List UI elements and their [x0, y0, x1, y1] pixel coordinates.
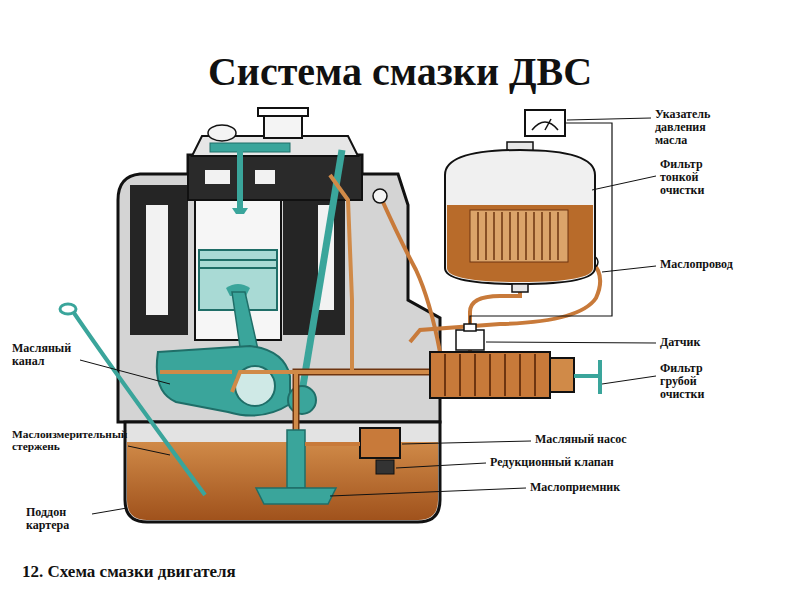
sensor-terminal	[464, 324, 476, 331]
leader-line	[396, 463, 486, 468]
part-label: Редукционный клапан	[490, 456, 650, 469]
leader-line	[592, 176, 656, 190]
pressure-gauge	[525, 110, 565, 136]
valve-head	[232, 208, 248, 214]
sensor-wire	[470, 123, 612, 324]
fine-filter-housing	[445, 150, 595, 284]
oil-line	[296, 372, 430, 488]
piston-ring	[200, 259, 276, 261]
dipstick-handle	[60, 304, 76, 314]
leader-line	[330, 488, 526, 496]
leader-line	[80, 360, 170, 384]
part-label: Маслопровод	[660, 258, 780, 271]
oil-filler-neck	[264, 114, 302, 138]
filter-oil	[447, 205, 593, 282]
crankshaft	[157, 346, 290, 416]
pipe-fitting	[373, 189, 387, 203]
leader-line	[567, 118, 651, 120]
pump-pipe	[305, 442, 360, 446]
oil-line	[296, 372, 430, 488]
filter-pleats	[478, 212, 558, 260]
relief-valve	[376, 460, 394, 474]
pressure-sensor	[456, 330, 484, 350]
leader-line	[128, 446, 170, 455]
block-wall	[130, 185, 188, 335]
oil-channel	[330, 175, 352, 372]
oil-pump	[360, 428, 400, 458]
camshaft	[288, 386, 316, 414]
filter-plates	[445, 354, 535, 396]
filter-handle	[598, 360, 602, 394]
part-label: Масляный канал	[12, 342, 74, 368]
caption: 12. Схема смазки двигателя	[22, 562, 236, 582]
engine-block	[118, 155, 440, 422]
part-label: Масляный насос	[535, 433, 665, 446]
leader-line	[602, 266, 656, 272]
head-port	[255, 170, 275, 184]
leader-line	[402, 441, 531, 444]
leader-lines	[80, 118, 656, 514]
rocker-arm	[210, 143, 290, 152]
leader-line	[92, 508, 127, 514]
part-label: Указатель давления масла	[655, 108, 733, 147]
part-label: Фильтр тонкой очистки	[660, 158, 724, 197]
filter-element	[470, 210, 568, 262]
filter-end-cap	[550, 358, 574, 392]
head-port	[205, 170, 230, 184]
oil-filler-cap	[258, 108, 308, 116]
oil-channel	[232, 372, 296, 392]
piston-ring	[200, 267, 276, 269]
leader-line	[486, 342, 656, 343]
part-label: Маслоприемник	[530, 481, 660, 494]
filter-outlet	[512, 284, 528, 292]
filter-handle	[574, 374, 600, 378]
title: Система смазки ДВС	[0, 48, 800, 96]
leader-line	[602, 376, 656, 384]
oil-pickup	[256, 488, 336, 504]
part-label: Датчик	[660, 336, 760, 349]
part-label: Фильтр грубой очистки	[660, 362, 724, 401]
dipstick	[74, 313, 205, 495]
oil-pan	[125, 422, 440, 522]
coarse-filter	[430, 352, 550, 398]
water-jacket	[146, 205, 168, 315]
rocker-spring	[208, 125, 236, 141]
part-label: Маслоизмерительный стержень	[12, 428, 126, 453]
oil-channel	[160, 370, 232, 374]
part-label: Поддон картера	[26, 506, 90, 532]
gauge-needle	[545, 119, 551, 130]
valve	[237, 150, 243, 208]
pump-shaft	[287, 430, 305, 488]
